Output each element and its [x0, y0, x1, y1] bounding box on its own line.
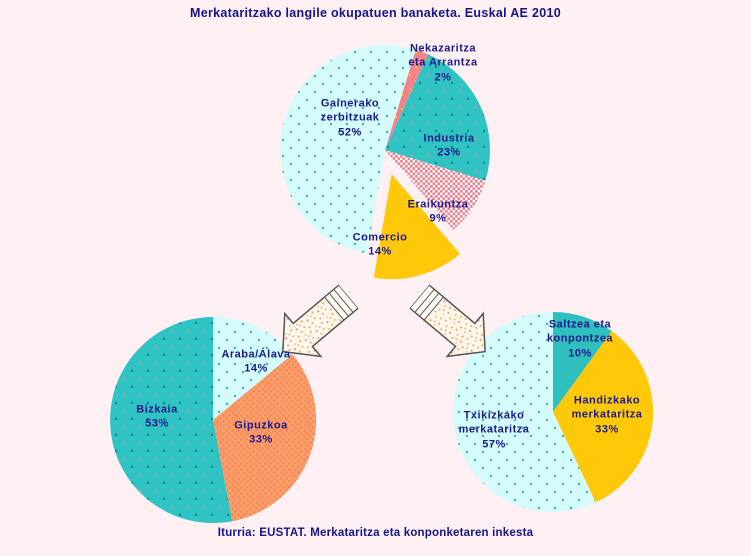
- arrow-to-territory-pie: [282, 284, 359, 358]
- pie-slice-eraikuntza: [385, 150, 486, 230]
- pie-slice-industria: [385, 54, 490, 181]
- chart-title: Merkataritzako langile okupatuen banaket…: [190, 6, 561, 20]
- pie-slice-araba-álava: [213, 316, 293, 420]
- pie-slice-handizkako-merkataritza: [553, 331, 654, 503]
- pie-slice-saltzea-eta-konpontzea: [553, 312, 612, 412]
- pie-slice-comercio: [373, 174, 460, 280]
- chart-footer: Iturria: EUSTAT. Merkataritza eta konpon…: [217, 527, 534, 539]
- arrow-to-branch-pie: [409, 284, 486, 358]
- pie-slice-gipuzkoa: [213, 354, 317, 522]
- arrow-tail-band: [410, 286, 443, 320]
- pie-slice-nekazaritza-eta-arrantza: [385, 49, 428, 150]
- pie-slice-bizkaia: [110, 317, 233, 523]
- arrow-tail-band: [325, 286, 358, 320]
- pie-slice-txikizkako-merkataritza: [453, 312, 596, 512]
- pie-slice-gainerako-zerbitzuak: [280, 45, 416, 254]
